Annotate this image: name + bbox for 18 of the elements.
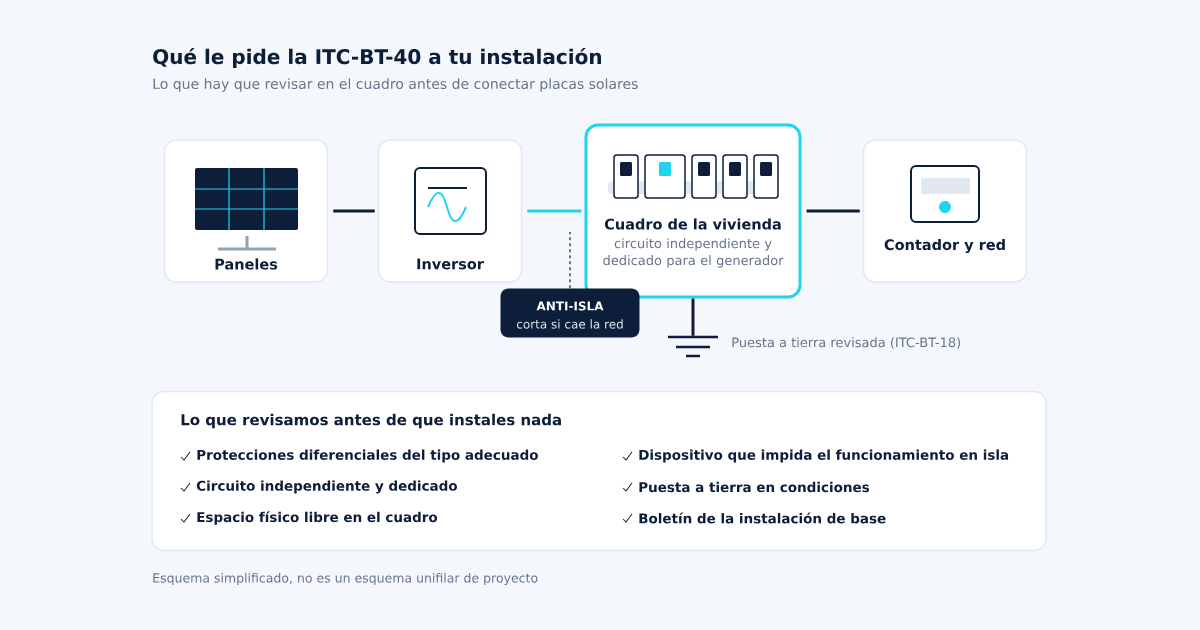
- connector-line: [806, 209, 860, 213]
- checklist-item: Espacio físico libre en el cuadro: [197, 511, 438, 525]
- connector-line: [527, 209, 582, 213]
- callout-box: ANTI-ISLA corta si cae la red: [500, 288, 640, 338]
- checklist-item: Dispositivo que impida el funcionamiento en isla: [639, 449, 1009, 463]
- connector-line: [569, 231, 571, 289]
- checklist-item: Boletín de la instalación de base: [639, 512, 886, 524]
- checklist-item: Circuito independiente y dedicado: [196, 480, 458, 494]
- ground-symbol: [666, 335, 720, 358]
- connector-line: [333, 209, 375, 213]
- annotation: Puesta a tierra revisada (ITC-BT-18): [732, 337, 961, 349]
- checklist-item: Protecciones diferenciales del tipo adecuado: [197, 449, 538, 463]
- connector-line: [691, 298, 695, 336]
- subtitle: Lo que hay que revisar en el cuadro antes de conectar placas solares: [153, 78, 638, 92]
- component-box: Inversor: [377, 139, 523, 283]
- checklist-item: Puesta a tierra en condiciones: [639, 481, 870, 493]
- caption: Esquema simplificado, no es un esquema unifilar de proyecto: [153, 572, 538, 586]
- title: Qué le pide la ITC-BT-40 a tu instalación: [153, 47, 601, 69]
